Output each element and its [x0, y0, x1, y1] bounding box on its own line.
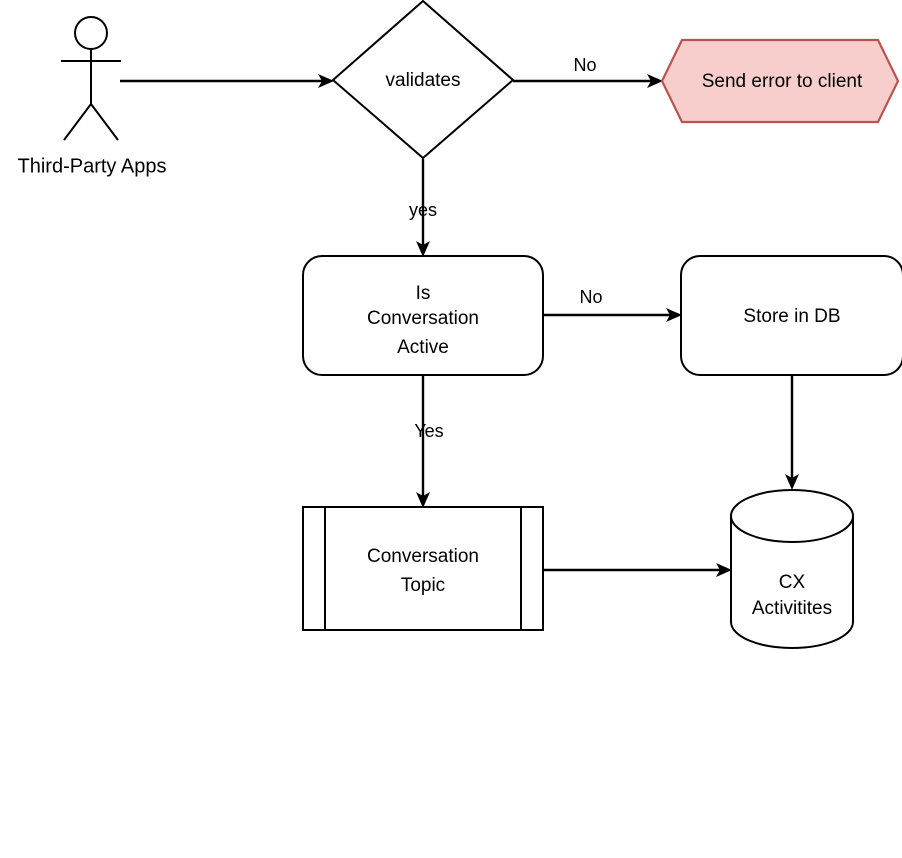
diamond-shape [331, 0, 515, 160]
node-validates[interactable]: validates [331, 0, 515, 160]
cylinder-top-shape [730, 489, 854, 543]
cylinder-body-shape [730, 515, 854, 649]
arrow-head-icon [647, 74, 663, 88]
arrow-head-icon [318, 74, 334, 88]
node-label-cx-activitites-line2: Activitites [752, 598, 832, 619]
node-label-store-in-db: Store in DB [743, 306, 840, 327]
rounded-rect-shape [680, 255, 902, 376]
edge-validates-to-send-error: No [513, 55, 663, 88]
node-label-is-conversation-active-line3: Active [397, 337, 449, 358]
arrow-head-icon [785, 474, 799, 490]
edge-label-no-validates: No [573, 55, 596, 75]
edge-store-in-db-to-cx-activitites [785, 376, 799, 490]
node-send-error[interactable]: Send error to client [660, 38, 900, 124]
node-cx-activitites[interactable]: CX Activitites [730, 489, 854, 649]
predefined-process-shape [302, 506, 544, 631]
edge-label-yes-conversation: Yes [414, 421, 443, 441]
actor-head-icon [74, 16, 108, 50]
node-label-send-error: Send error to client [702, 71, 863, 92]
node-store-in-db[interactable]: Store in DB [680, 255, 902, 376]
edge-validates-to-is-conversation-active: yes [409, 159, 437, 257]
actor-left-leg-icon [63, 103, 92, 141]
actor-label: Third-Party Apps [18, 155, 167, 177]
node-label-is-conversation-active-line2: Conversation [367, 308, 479, 329]
edge-actor-to-validates [120, 74, 334, 88]
node-label-conversation-topic-line2: Topic [401, 575, 445, 596]
node-is-conversation-active[interactable]: Is Conversation Active [302, 255, 544, 376]
arrow-head-icon [716, 563, 732, 577]
node-label-conversation-topic-line1: Conversation [367, 546, 479, 567]
hexagon-shape [660, 38, 900, 124]
edge-is-conversation-active-to-conversation-topic: Yes [414, 376, 444, 508]
rounded-rect-shape [302, 255, 544, 376]
edge-conversation-topic-to-cx-activitites [543, 563, 732, 577]
node-label-is-conversation-active-line1: Is [416, 283, 431, 304]
arrow-head-icon [416, 492, 430, 508]
edge-is-conversation-active-to-store-in-db: No [543, 287, 682, 322]
edge-label-yes-validates: yes [409, 200, 437, 220]
actor-right-leg-icon [90, 103, 119, 141]
node-actor[interactable]: Third-Party Apps [18, 16, 167, 177]
node-conversation-topic[interactable]: Conversation Topic [302, 506, 544, 631]
node-label-cx-activitites-line1: CX [779, 572, 806, 593]
arrow-head-icon [416, 241, 430, 257]
node-label-validates: validates [386, 70, 461, 91]
edge-label-no-conversation: No [579, 287, 602, 307]
arrow-head-icon [666, 308, 682, 322]
